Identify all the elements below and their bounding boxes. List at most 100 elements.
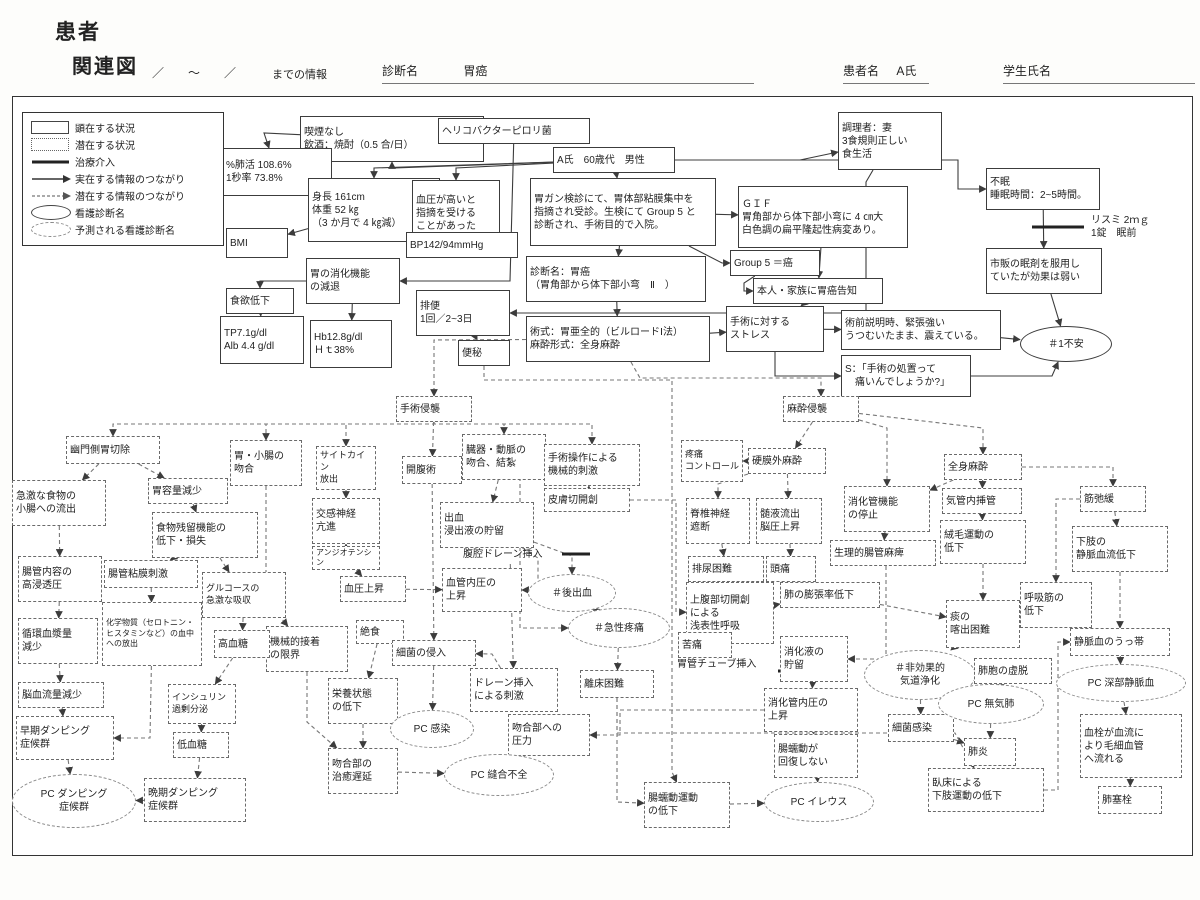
p-anastpress-node: 吻合部への 圧力 <box>508 714 590 756</box>
arrow-solid-icon <box>31 174 75 183</box>
legend-item-ellipse-dotted: 予測される看護診断名 <box>31 221 219 238</box>
p-nutrition-node: 栄養状態 の低下 <box>328 678 398 724</box>
d-infection-node: PC 感染 <box>390 710 474 748</box>
arrow-dotted-icon <box>31 191 75 200</box>
p-cilia-node: 絨毛運動の 低下 <box>940 520 1026 564</box>
p-chem-node: 化学物質（セロトニン・ ヒスタミンなど）の血中 への放出 <box>102 602 202 666</box>
p-headache-node: 頭痛 <box>766 556 816 582</box>
student-name-label: 学生氏名 <box>1003 64 1052 78</box>
legend-item-rect-dotted: 潜在する状況 <box>31 136 219 153</box>
patient-name-label: 患者名 <box>843 64 880 78</box>
page-subtitle: 関連図 <box>72 56 138 78</box>
patient-name-field: 患者名 A氏 <box>843 62 929 84</box>
p-angio-node: アンジオテンシン <box>312 546 380 570</box>
d-leak-node: PC 縫合不全 <box>444 754 554 796</box>
date-range: ／ ～ ／ <box>152 66 243 80</box>
p-surg-node: 手術侵襲 <box>396 396 472 422</box>
ellipse-dotted-icon <box>31 222 75 237</box>
n-hb-node: Hb12.8g/dl Ｈｔ38% <box>310 320 392 368</box>
p-ga-node: 全身麻酔 <box>944 454 1022 480</box>
p-sympa-node: 交感神経 亢進 <box>312 498 380 544</box>
diagnosis-field: 診断名 胃癌 <box>382 62 754 84</box>
n-bp-node: BP142/94mmHg <box>406 232 518 258</box>
p-agony-node: 苦痛 <box>678 632 732 658</box>
legend-label: 潜在する状況 <box>75 141 135 152</box>
p-noperist-node: 腸蠕動が 回復しない <box>774 734 858 778</box>
p-pylorectomy-node: 幽門側胃切除 <box>66 436 160 464</box>
n-constip-node: 便秘 <box>458 340 510 366</box>
d-dump-node: PC ダンピング 症候群 <box>12 774 136 828</box>
line-thick-icon <box>31 158 75 166</box>
p-legvein-node: 下肢の 静脈血流低下 <box>1072 526 1168 572</box>
p-hyperglyc-node: 高血糖 <box>214 630 270 658</box>
p-vessel-node: 血管内圧の 上昇 <box>442 568 522 612</box>
d-atelectasis-node: PC 無気肺 <box>938 684 1044 724</box>
n-exam-node: 胃ガン検診にて、胃体部粘膜集中を 指摘され受診。生検にて Group 5 と 診… <box>530 178 716 246</box>
n-pylori-node: ヘリコバクターピロリ菌 <box>438 118 590 144</box>
p-mechlimit-node: 機械的接着 の限界 <box>266 626 348 672</box>
p-ileus-phys-node: 生理的腸管麻痺 <box>830 540 936 566</box>
n-lung-node: %肺活 108.6% 1秒率 73.8% <box>222 148 332 196</box>
p-spinal-node: 脊椎神経 遮断 <box>686 498 750 544</box>
p-laparotomy-node: 開腹術 <box>402 456 462 484</box>
p-heal-node: 吻合部の 治癒遅延 <box>328 748 398 794</box>
n-notify-node: 本人・家族に胃癌告知 <box>753 278 883 304</box>
p-insulin-node: インシュリン 過剰分泌 <box>168 684 236 724</box>
d-ileus-node: PC イレウス <box>764 782 874 822</box>
p-gi-pressure-node: 消化管内圧の 上昇 <box>764 688 858 732</box>
p-gastrovol-node: 胃容量減少 <box>148 478 228 504</box>
p-anast-node: 胃・小腸の 吻合 <box>230 440 302 486</box>
n-appetite-node: 食欲低下 <box>226 288 294 314</box>
d-acutepain-node: ＃急性疼痛 <box>568 608 670 648</box>
legend-item-arrow-dotted: 潜在する情報のつながり <box>31 187 219 204</box>
n-cook-node: 調理者：妻 3食規則正しい 食生活 <box>838 112 942 170</box>
d-posthem-node: ＃後出血 <box>528 574 616 612</box>
p-bedrest-node: 離床困難 <box>580 670 654 698</box>
legend-label: 潜在する情報のつながり <box>75 192 185 203</box>
p-dysuria-node: 排尿困難 <box>688 556 764 582</box>
p-latedump-node: 晩期ダンピング 症候群 <box>144 778 246 822</box>
p-paincontrol-node: 疼痛 コントロール <box>681 440 743 482</box>
n-bowel-node: 排便 1回／2~3日 <box>416 290 510 336</box>
p-plasma-node: 循環血漿量 減少 <box>18 618 98 664</box>
legend-label: 看護診断名 <box>75 209 125 220</box>
legend-item-rect-solid: 顕在する状況 <box>31 119 219 136</box>
patient-name-value: A氏 <box>896 64 917 78</box>
p-lungexp-node: 肺の膨張率低下 <box>780 582 880 608</box>
p-bacteria-node: 細菌の侵入 <box>392 640 476 666</box>
p-mech-node: 手術操作による 機械的刺激 <box>544 444 640 486</box>
n-group5-node: Group 5 ＝癌 <box>730 250 820 276</box>
n-bmi-node: BMI <box>226 228 288 258</box>
p-anes-node: 麻酔侵襲 <box>783 396 859 422</box>
upto-label: までの情報 <box>272 69 327 81</box>
n-dx-node: 診断名：胃癌 （胃角部から体下部小弯 Ⅱ ） <box>526 256 706 302</box>
p-alveoli-node: 肺胞の虚脱 <box>974 658 1052 684</box>
p-peristalsis-node: 腸蠕動運動 の低下 <box>644 782 730 828</box>
n-gastric-fn-node: 胃の消化機能 の減退 <box>306 258 400 304</box>
p-pe-node: 肺塞栓 <box>1098 786 1162 814</box>
t-tube-node: 胃管チューブ挿入 <box>677 658 757 670</box>
n-stress-node: 手術に対する ストレス <box>726 306 824 352</box>
n-otc-node: 市販の眠剤を服用し ていたが効果は弱い <box>986 248 1102 294</box>
p-intub-node: 気管内挿管 <box>942 488 1022 514</box>
p-drainstim-node: ドレーン挿入 による刺激 <box>470 668 558 712</box>
p-mucosa-node: 腸管粘膜刺激 <box>104 560 198 588</box>
d-dvt-node: PC 深部静脈血 <box>1056 664 1186 702</box>
legend-label: 顕在する状況 <box>75 124 135 135</box>
d-anxiety-node: ＃1不安 <box>1020 326 1112 362</box>
legend-box: 顕在する状況潜在する状況治療介入実在する情報のつながり潜在する情報のつながり看護… <box>22 112 224 246</box>
p-gi-stop-node: 消化管機能 の停止 <box>844 486 930 532</box>
n-tp-node: TP7.1g/dl Alb 4.4 g/dl <box>220 316 304 364</box>
p-stasis-node: 静脈血のうっ帯 <box>1070 628 1170 656</box>
t-rismy-node: リスミ 2ｍｇ 1錠 眠前 <box>1091 215 1150 239</box>
p-rapidflow-node: 急激な食物の 小腸への流出 <box>12 480 106 526</box>
legend-label: 治療介入 <box>75 158 115 169</box>
n-op-node: 術式：胃亜全的（ビルロードⅠ法） 麻酔形式：全身麻酔 <box>526 316 710 362</box>
p-thrombus-node: 血栓が血流に より毛細血管 へ流れる <box>1080 714 1182 778</box>
legend-item-arrow-solid: 実在する情報のつながり <box>31 170 219 187</box>
p-foodres-node: 食物残留機能の 低下・損失 <box>152 512 258 558</box>
p-hypoglyc-node: 低血糖 <box>173 732 229 758</box>
t-drain-node: 腹腔ドレーン挿入 <box>463 548 543 560</box>
p-csf-node: 髄液流出 脳圧上昇 <box>756 498 822 544</box>
